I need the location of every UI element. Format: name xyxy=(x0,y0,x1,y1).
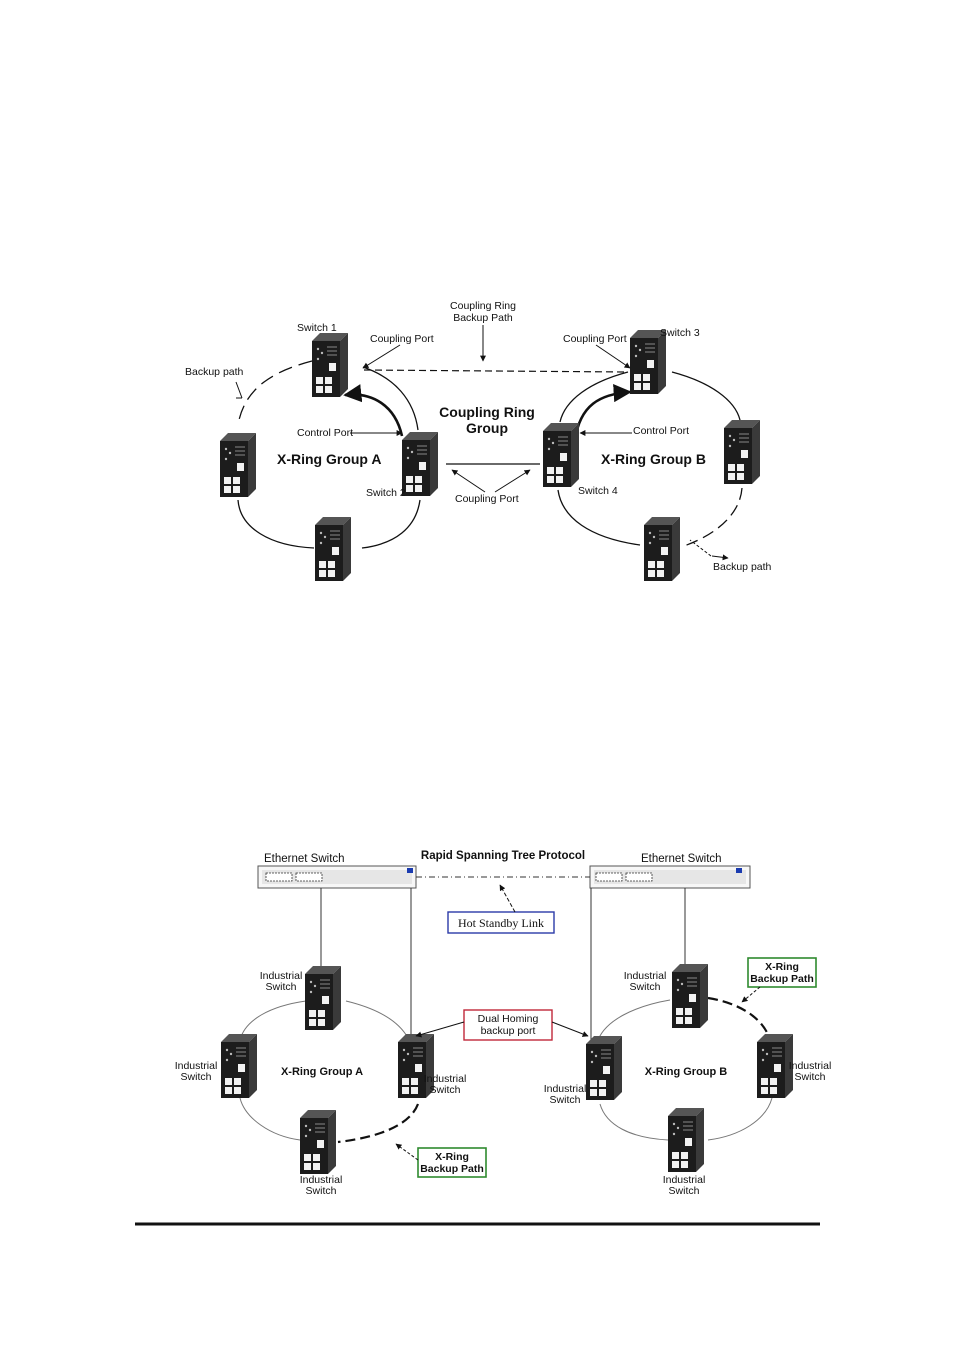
switch-label: Switch xyxy=(795,1071,826,1083)
industrial-label: Industrial xyxy=(424,1073,467,1085)
switch-1-label: Switch 1 xyxy=(297,322,337,334)
coupling-port-label-mid: Coupling Port xyxy=(455,493,519,505)
control-port-label-b: Control Port xyxy=(633,425,689,437)
ethernet-switch-right-label: Ethernet Switch xyxy=(641,853,722,865)
xring-group-b-label-2: X-Ring Group B xyxy=(645,1066,728,1078)
dual-homing-label-2: backup port xyxy=(481,1025,536,1037)
xring-backup-left-label-1: X-Ring xyxy=(435,1151,469,1163)
switch-label: Switch xyxy=(669,1185,700,1197)
coupling-ring-group-label-2: Group xyxy=(466,420,508,436)
control-port-label-a: Control Port xyxy=(297,427,353,439)
switch-3-label: Switch 3 xyxy=(660,327,700,339)
switch-3-device xyxy=(629,329,667,395)
switch-label: Switch xyxy=(430,1084,461,1096)
ethernet-switch-left-label: Ethernet Switch xyxy=(264,853,345,865)
switch-label: Switch xyxy=(630,981,661,993)
xring-backup-right-label-1: X-Ring xyxy=(765,961,799,973)
industrial-switch-b-top xyxy=(671,963,709,1029)
industrial-switch-a-left xyxy=(220,1033,258,1099)
coupling-port-label-b: Coupling Port xyxy=(563,333,627,345)
group-b-bottom-device xyxy=(643,516,681,582)
dual-homing-box xyxy=(463,1009,553,1041)
dual-homing-diagram: Ethernet Switch Ethernet Switch Rapid Sp… xyxy=(175,850,832,1197)
coupling-ring-group-label-1: Coupling Ring xyxy=(439,404,535,420)
hot-standby-label: Hot Standby Link xyxy=(458,916,544,930)
xring-backup-right-label-2: Backup Path xyxy=(750,973,814,985)
switch-4-label: Switch 4 xyxy=(578,485,618,497)
xring-group-b-label: X-Ring Group B xyxy=(601,451,706,467)
industrial-switch-b-left xyxy=(585,1035,623,1101)
industrial-label: Industrial xyxy=(624,970,667,982)
backup-path-label-right: Backup path xyxy=(713,561,772,573)
industrial-switch-b-right xyxy=(756,1033,794,1099)
industrial-label: Industrial xyxy=(663,1174,706,1186)
xring-backup-box-right xyxy=(747,957,817,988)
industrial-label: Industrial xyxy=(544,1083,587,1095)
switch-label: Switch xyxy=(550,1094,581,1106)
coupling-ring-diagram: Switch 1 Switch 2 Switch 3 Switch 4 Coup… xyxy=(185,300,772,582)
backup-path-label-left: Backup path xyxy=(185,366,244,378)
xring-group-a-label-2: X-Ring Group A xyxy=(281,1066,363,1078)
hot-standby-box xyxy=(447,911,555,934)
coupling-ring-backup-label-2: Backup Path xyxy=(453,312,513,324)
industrial-label: Industrial xyxy=(175,1060,218,1072)
switch-label: Switch xyxy=(306,1185,337,1197)
industrial-switch-a-bottom xyxy=(299,1109,337,1175)
rstp-label: Rapid Spanning Tree Protocol xyxy=(421,850,585,862)
switch-2-label: Switch 2 xyxy=(366,487,406,499)
coupling-ring-backup-label-1: Coupling Ring xyxy=(450,300,516,312)
group-a-left-device xyxy=(219,432,257,498)
ethernet-switch-left xyxy=(257,865,417,889)
dual-homing-label-1: Dual Homing xyxy=(478,1013,539,1025)
ethernet-switch-right xyxy=(589,865,751,889)
xring-group-a-label: X-Ring Group A xyxy=(277,451,381,467)
switch-1-device xyxy=(311,332,349,398)
industrial-switch-a-top xyxy=(304,965,342,1031)
industrial-label: Industrial xyxy=(260,970,303,982)
coupling-port-label-a: Coupling Port xyxy=(370,333,434,345)
group-b-right-device xyxy=(723,419,761,485)
switch-4-device xyxy=(542,422,580,488)
industrial-label: Industrial xyxy=(300,1174,343,1186)
switch-2-device xyxy=(401,431,439,497)
switch-label: Switch xyxy=(181,1071,212,1083)
group-a-bottom-device xyxy=(314,516,352,582)
industrial-label: Industrial xyxy=(789,1060,832,1072)
industrial-switch-b-bottom xyxy=(667,1107,705,1173)
switch-label: Switch xyxy=(266,981,297,993)
xring-backup-left-label-2: Backup Path xyxy=(420,1163,484,1175)
xring-backup-box-left xyxy=(417,1147,487,1178)
